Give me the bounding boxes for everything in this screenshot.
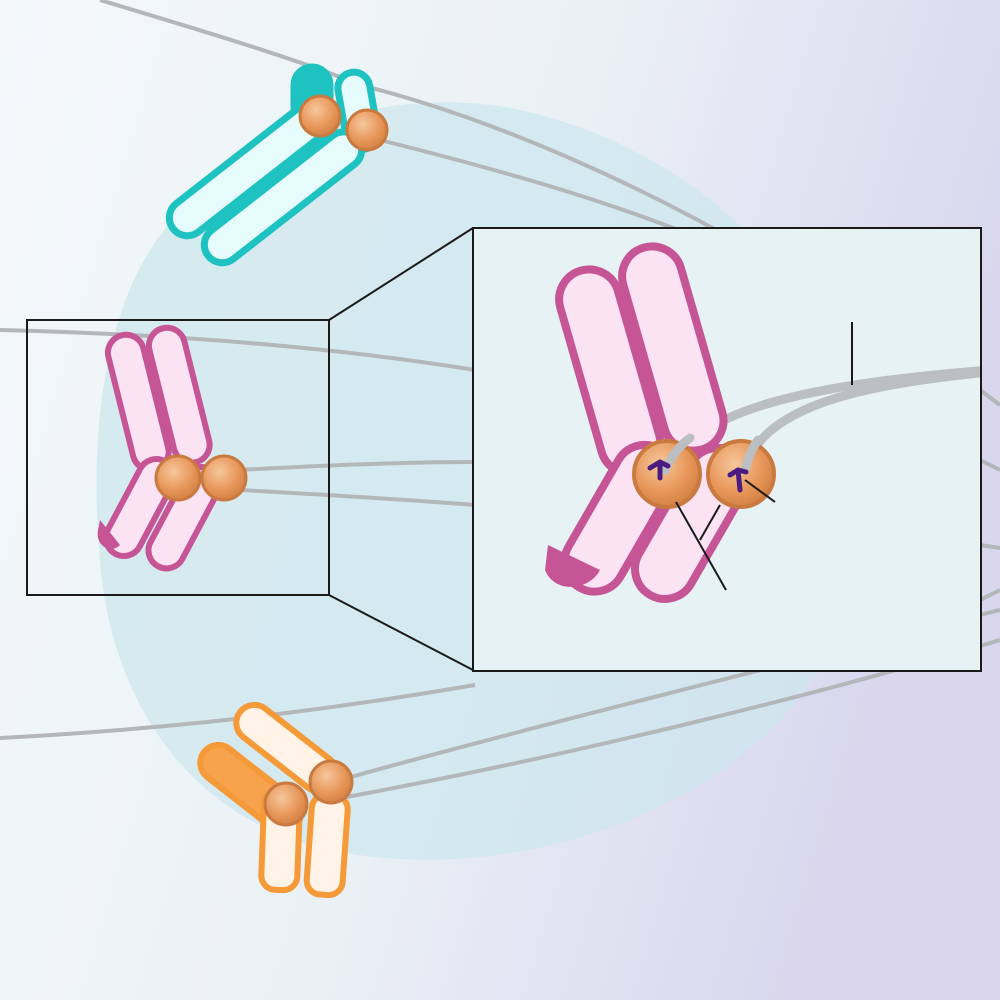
inset-frame [472, 227, 982, 672]
inset-chromosome-tip [545, 545, 600, 587]
label-pointers [675, 322, 853, 591]
chromosome-pink [97, 324, 248, 572]
chromosome-tip [97, 520, 120, 550]
inset-fiber-end [740, 435, 763, 475]
cohesin-marks [647, 459, 749, 493]
chromosome-cyan [165, 63, 389, 267]
zoom-connector-bottom [328, 594, 474, 671]
zoom-source-box [26, 319, 330, 596]
kinetochore [263, 781, 309, 827]
zoom-connector-top [328, 227, 474, 321]
inset-kinetochore-right [706, 439, 776, 509]
zoom-inset [472, 227, 982, 672]
chromosome-orange [197, 701, 354, 899]
kinetochore [345, 108, 389, 152]
kinetochore [200, 454, 248, 502]
kinetochore [308, 759, 354, 805]
kinetochore [298, 94, 342, 138]
kinetochore [154, 454, 202, 502]
